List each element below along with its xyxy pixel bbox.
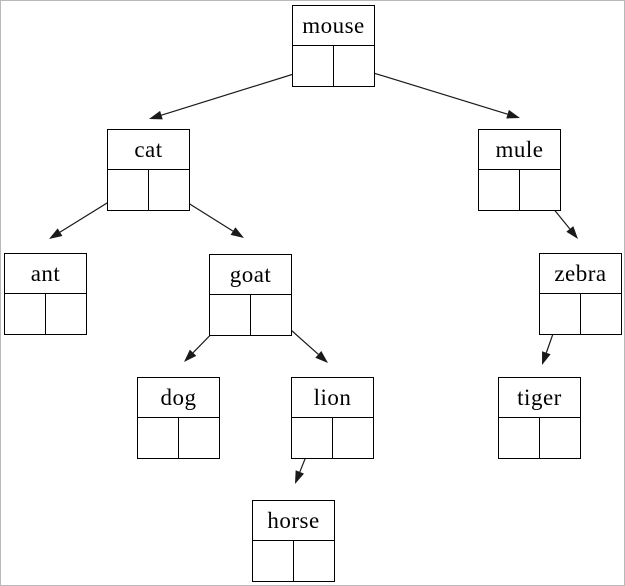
node-label-goat: goat	[210, 255, 291, 295]
node-mouse: mouse	[292, 5, 375, 87]
pointer-cells-horse	[253, 541, 334, 581]
arrowhead-icon	[49, 228, 63, 239]
pointer-cells-ant	[5, 294, 86, 334]
node-label-tiger: tiger	[499, 378, 580, 418]
arrowhead-icon	[149, 110, 163, 120]
arrowhead-icon	[315, 350, 328, 363]
left-pointer-cell-mule	[479, 170, 520, 210]
node-label-zebra: zebra	[540, 254, 621, 294]
left-pointer-cell-horse	[253, 541, 294, 581]
arrowhead-icon	[506, 109, 520, 119]
left-pointer-cell-lion	[292, 418, 333, 458]
left-pointer-cell-tiger	[499, 418, 540, 458]
node-tiger: tiger	[498, 377, 581, 459]
pointer-cells-zebra	[540, 294, 621, 334]
node-label-lion: lion	[292, 378, 373, 418]
right-pointer-cell-dog	[179, 418, 219, 458]
node-label-mouse: mouse	[293, 6, 374, 46]
node-goat: goat	[209, 254, 292, 336]
arrowhead-icon	[542, 351, 551, 365]
pointer-cells-lion	[292, 418, 373, 458]
left-pointer-cell-mouse	[293, 46, 334, 86]
node-zebra: zebra	[539, 253, 622, 335]
right-pointer-cell-mouse	[334, 46, 374, 86]
edge-line	[161, 67, 314, 116]
pointer-cells-tiger	[499, 418, 580, 458]
right-pointer-cell-mule	[520, 170, 560, 210]
edge-mouse-right-to-mule	[353, 66, 520, 119]
right-pointer-cell-tiger	[540, 418, 580, 458]
right-pointer-cell-goat	[251, 295, 291, 335]
right-pointer-cell-horse	[294, 541, 334, 581]
node-cat: cat	[107, 129, 190, 211]
edge-mouse-left-to-cat	[149, 67, 314, 120]
right-pointer-cell-ant	[46, 294, 86, 334]
pointer-cells-cat	[108, 170, 189, 210]
node-ant: ant	[4, 253, 87, 335]
left-pointer-cell-goat	[210, 295, 251, 335]
arrowhead-icon	[295, 470, 305, 484]
node-horse: horse	[252, 500, 335, 582]
right-pointer-cell-zebra	[581, 294, 621, 334]
right-pointer-cell-cat	[149, 170, 189, 210]
right-pointer-cell-lion	[333, 418, 373, 458]
arrowhead-icon	[566, 226, 578, 239]
arrowhead-icon	[184, 349, 197, 362]
node-label-mule: mule	[479, 130, 560, 170]
edge-line	[353, 66, 508, 115]
pointer-cells-goat	[210, 295, 291, 335]
node-dog: dog	[137, 377, 220, 459]
node-label-dog: dog	[138, 378, 219, 418]
node-label-cat: cat	[108, 130, 189, 170]
arrowhead-icon	[230, 227, 244, 238]
node-lion: lion	[291, 377, 374, 459]
pointer-cells-dog	[138, 418, 219, 458]
left-pointer-cell-zebra	[540, 294, 581, 334]
node-label-horse: horse	[253, 501, 334, 541]
left-pointer-cell-ant	[5, 294, 46, 334]
left-pointer-cell-cat	[108, 170, 149, 210]
pointer-cells-mouse	[293, 46, 374, 86]
pointer-cells-mule	[479, 170, 560, 210]
left-pointer-cell-dog	[138, 418, 179, 458]
node-mule: mule	[478, 129, 561, 211]
node-label-ant: ant	[5, 254, 86, 294]
